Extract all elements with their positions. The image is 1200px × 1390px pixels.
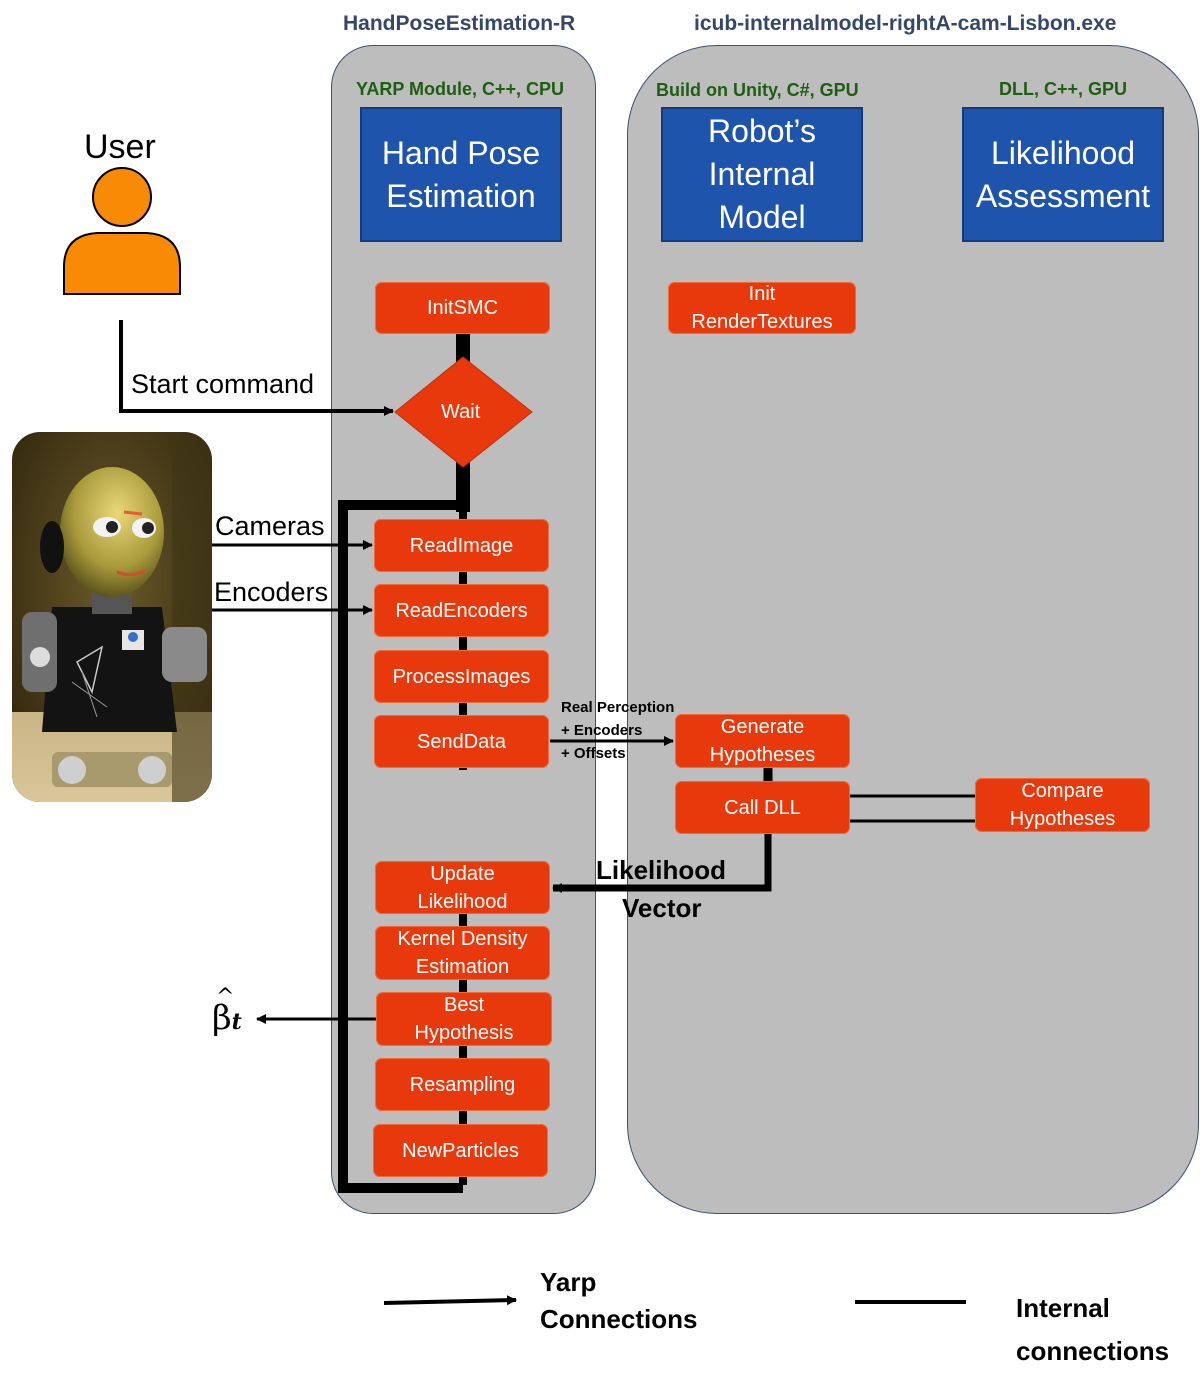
dll-subtitle: DLL, C++, GPU	[999, 79, 1128, 99]
beta-hat: ^	[216, 985, 235, 1010]
init-render-textures-step: Init RenderTextures	[668, 282, 856, 334]
beta-symbol: β	[212, 998, 232, 1038]
compare-hypotheses-step: Compare Hypotheses	[975, 778, 1150, 832]
send-label-line-3: + Offsets	[561, 745, 626, 762]
beta-subscript: t	[231, 1009, 242, 1035]
wait-diamond	[394, 356, 533, 468]
legend-internal-label-2: connections	[1016, 1336, 1170, 1366]
robot-photo	[12, 432, 212, 802]
resampling-step: Resampling	[375, 1058, 550, 1111]
hand-pose-estimation-header: Hand Pose Estimation	[360, 107, 562, 242]
likelihood-vector-label-1: Likelihood	[596, 855, 726, 885]
generate-hypotheses-step: Generate Hypotheses	[675, 714, 850, 768]
yarp-module-subtitle: YARP Module, C++, CPU	[356, 79, 565, 99]
likelihood-assessment-header: Likelihood Assessment	[962, 107, 1164, 242]
call-dll-step: Call DLL	[675, 781, 850, 834]
likelihood-vector-arrow	[552, 834, 772, 893]
encoders-label: Encoders	[214, 577, 329, 607]
start-command-arrow	[119, 320, 394, 416]
wait-label: Wait	[441, 401, 481, 423]
robot-internal-model-header: Robot’s Internal Model	[661, 107, 863, 242]
legend-yarp-arrow	[383, 1295, 517, 1306]
beta-t-output: ^ βt	[212, 985, 242, 1038]
legend-yarp-label-2: Connections	[540, 1304, 698, 1334]
robot-image	[12, 432, 212, 802]
likelihood-vector-label-2: Vector	[622, 893, 702, 923]
send-data-step: SendData	[374, 715, 549, 768]
legend-internal-label-1: Internal	[1016, 1293, 1110, 1323]
internal-model-panel-title: icub-internalmodel-rightA-cam-Lisbon.exe	[694, 12, 1117, 35]
best-hypothesis-step: Best Hypothesis	[376, 992, 552, 1046]
start-command-label: Start command	[131, 369, 315, 399]
new-particles-step: NewParticles	[373, 1124, 548, 1177]
kernel-density-step: Kernel Density Estimation	[375, 926, 550, 980]
read-image-step: ReadImage	[374, 519, 549, 572]
unity-subtitle: Build on Unity, C#, GPU	[656, 80, 859, 100]
user-icon	[63, 167, 181, 295]
legend-yarp-label-1: Yarp	[540, 1267, 597, 1297]
cameras-label: Cameras	[215, 511, 325, 541]
hand-pose-panel-title: HandPoseEstimation-R	[343, 12, 576, 35]
update-likelihood-step: Update Likelihood	[375, 861, 550, 914]
read-encoders-step: ReadEncoders	[374, 584, 549, 637]
process-images-step: ProcessImages	[374, 650, 549, 703]
init-smc-step: InitSMC	[375, 282, 550, 334]
send-label-line-1: Real Perception	[561, 699, 675, 716]
loop-back-line	[338, 500, 463, 1193]
send-label-line-2: + Encoders	[561, 722, 643, 739]
user-label: User	[84, 128, 156, 166]
